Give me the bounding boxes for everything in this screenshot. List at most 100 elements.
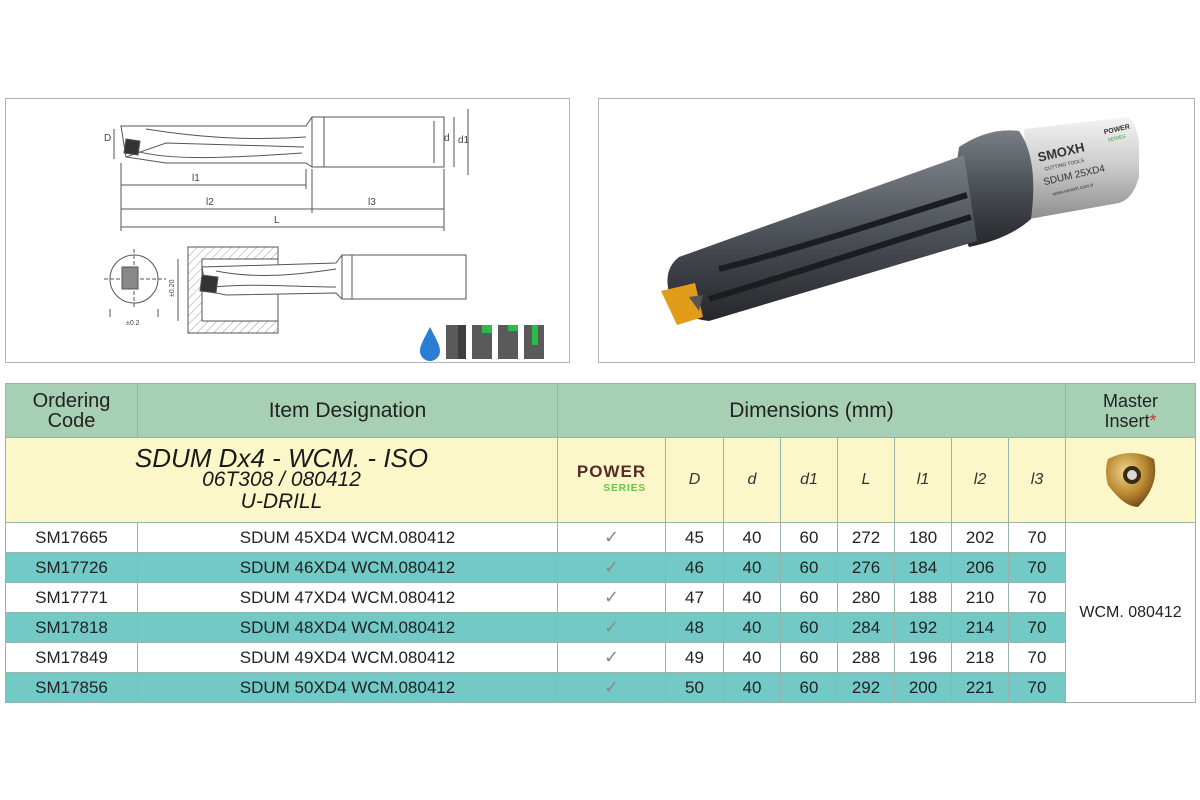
cell-D: 46	[665, 552, 724, 583]
cell-l3: 70	[1007, 522, 1067, 553]
dim-label-d: d	[723, 437, 781, 523]
table-row[interactable]: SM17856 SDUM 50XD4 WCM.080412 ✓ 50 40 60…	[5, 672, 1196, 703]
cell-l3: 70	[1007, 612, 1067, 643]
cell-check: ✓	[557, 642, 666, 673]
dim-label-l1: l1	[894, 437, 952, 523]
cell-item: SDUM 46XD4 WCM.080412	[137, 552, 558, 583]
check-icon: ✓	[603, 587, 620, 607]
cell-l2: 210	[951, 582, 1009, 613]
cell-l3: 70	[1007, 552, 1067, 583]
check-icon: ✓	[603, 677, 620, 697]
cell-l1: 192	[894, 612, 952, 643]
cell-D: 47	[665, 582, 724, 613]
series-sub: SERIES	[1107, 134, 1127, 144]
cell-L: 292	[837, 672, 895, 703]
cell-check: ✓	[557, 612, 666, 643]
dim-label-l3: l3	[1007, 437, 1067, 523]
cell-d1: 60	[780, 672, 838, 703]
table-row[interactable]: SM17818 SDUM 48XD4 WCM.080412 ✓ 48 40 60…	[5, 612, 1196, 643]
cell-L: 284	[837, 612, 895, 643]
label-side-hole: ±0.2	[126, 320, 140, 327]
label-L: L	[274, 215, 280, 226]
check-icon: ✓	[603, 527, 620, 547]
cell-L: 288	[837, 642, 895, 673]
cell-l2: 206	[951, 552, 1009, 583]
cell-item: SDUM 48XD4 WCM.080412	[137, 612, 558, 643]
table-row[interactable]: SM17849 SDUM 49XD4 WCM.080412 ✓ 49 40 60…	[5, 642, 1196, 673]
label-l1: l1	[192, 173, 200, 184]
cell-l1: 188	[894, 582, 952, 613]
table-row[interactable]: SM17726 SDUM 46XD4 WCM.080412 ✓ 46 40 60…	[5, 552, 1196, 583]
cell-D: 48	[665, 612, 724, 643]
block-icon-1	[446, 325, 466, 359]
cell-l3: 70	[1007, 582, 1067, 613]
cell-d: 40	[723, 642, 781, 673]
cell-item: SDUM 50XD4 WCM.080412	[137, 672, 558, 703]
series-title: SDUM Dx4 - WCM. - ISO 06T308 / 080412 U-…	[5, 437, 558, 523]
technical-drawing-panel: D d d1 l1 l2 l3 L ±0.2 ±0.20	[5, 98, 570, 363]
cell-d: 40	[723, 612, 781, 643]
cell-L: 272	[837, 522, 895, 553]
cell-check: ✓	[557, 522, 666, 553]
cell-L: 280	[837, 582, 895, 613]
label-l2: l2	[206, 197, 214, 208]
cell-d: 40	[723, 522, 781, 553]
cell-l1: 184	[894, 552, 952, 583]
product-photo-panel: SMOXH CUTTING TOOLS SDUM 25XD4 POWER SER…	[598, 98, 1195, 363]
cell-d1: 60	[780, 612, 838, 643]
technical-drawing: D d d1 l1 l2 l3 L ±0.2 ±0.20	[104, 109, 544, 361]
table-row[interactable]: SM17665 SDUM 45XD4 WCM.080412 ✓ 45 40 60…	[5, 522, 1197, 703]
cell-d1: 60	[780, 552, 838, 583]
header-dimensions: Dimensions (mm)	[556, 383, 1067, 438]
cell-check: ✓	[557, 552, 666, 583]
cell-l3: 70	[1007, 642, 1067, 673]
check-icon: ✓	[603, 647, 620, 667]
label-d1: d1	[458, 135, 470, 146]
dim-label-D: D	[665, 437, 724, 523]
cell-D: 45	[665, 522, 724, 553]
cell-l2: 221	[951, 672, 1009, 703]
cell-l1: 180	[894, 522, 952, 553]
block-icon-3	[498, 325, 518, 359]
table-row[interactable]: SM17771 SDUM 47XD4 WCM.080412 ✓ 47 40 60…	[5, 582, 1196, 613]
carbide-insert	[661, 283, 703, 325]
coolant-drop-icon	[420, 327, 440, 361]
drill-render: SMOXH CUTTING TOOLS SDUM 25XD4 POWER SER…	[661, 117, 1139, 325]
cell-d1: 60	[780, 642, 838, 673]
cell-code: SM17771	[5, 582, 138, 613]
cell-d: 40	[723, 582, 781, 613]
cell-d: 40	[723, 672, 781, 703]
master-insert-image	[1065, 437, 1197, 523]
check-icon: ✓	[603, 617, 620, 637]
cell-code: SM17856	[5, 672, 138, 703]
cell-code: SM17726	[5, 552, 138, 583]
header-item-designation: Item Designation	[137, 383, 558, 438]
label-d: d	[444, 133, 450, 144]
cell-l2: 214	[951, 612, 1009, 643]
cell-L: 276	[837, 552, 895, 583]
cell-l3: 70	[1007, 672, 1067, 703]
cell-l2: 202	[951, 522, 1009, 553]
cell-d1: 60	[780, 582, 838, 613]
cell-item: SDUM 47XD4 WCM.080412	[137, 582, 558, 613]
cell-code: SM17665	[5, 522, 138, 553]
condition-icons	[420, 325, 544, 361]
dim-label-L: L	[837, 437, 895, 523]
cell-d1: 60	[780, 522, 838, 553]
cell-l2: 218	[951, 642, 1009, 673]
cell-item: SDUM 45XD4 WCM.080412	[137, 522, 558, 553]
cell-check: ✓	[557, 672, 666, 703]
label-D: D	[104, 133, 111, 144]
block-icon-4	[524, 325, 544, 359]
cell-l1: 200	[894, 672, 952, 703]
cell-l1: 196	[894, 642, 952, 673]
cell-d: 40	[723, 552, 781, 583]
dim-label-d1: d1	[780, 437, 838, 523]
label-side-pos: ±0.20	[169, 279, 176, 297]
cell-D: 49	[665, 642, 724, 673]
